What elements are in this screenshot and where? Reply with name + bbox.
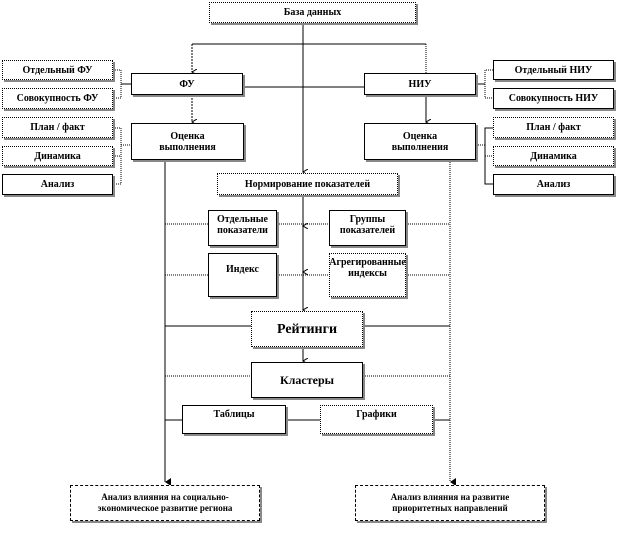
database-box: База данных [209, 2, 416, 23]
analysis-left-box: Анализ [2, 174, 113, 195]
clusters-box: Кластеры [251, 362, 363, 398]
single-fu-box: Отдельный ФУ [2, 60, 113, 80]
single-niu-box: Отдельный НИУ [493, 60, 614, 80]
normalization-box: Нормирование показателей [217, 173, 398, 195]
aggregated-indices-box: Агрегированные индексы [329, 253, 406, 297]
single-indicators-box: Отдельные показатели [208, 210, 277, 246]
result-left-box: Анализ влияния на социально-экономическо… [70, 485, 260, 521]
plan-fact-right-box: План / факт [493, 117, 614, 138]
plan-fact-left-box: План / факт [2, 117, 113, 138]
niu-box: НИУ [364, 73, 476, 95]
index-box: Индекс [208, 253, 277, 297]
evaluation-right-box: Оценка выполнения [364, 123, 476, 160]
ratings-box: Рейтинги [251, 311, 363, 347]
tables-box: Таблицы [182, 405, 286, 434]
analysis-right-box: Анализ [493, 174, 614, 195]
aggregate-niu-box: Совокупность НИУ [493, 88, 614, 109]
dynamics-left-box: Динамика [2, 146, 113, 166]
aggregate-fu-box: Совокупность ФУ [2, 88, 113, 109]
result-right-box: Анализ влияния на развитие приоритетных … [355, 485, 545, 521]
charts-box: Графики [320, 405, 433, 434]
dynamics-right-box: Динамика [493, 146, 614, 166]
evaluation-left-box: Оценка выполнения [131, 123, 244, 160]
indicator-groups-box: Группы показателей [329, 210, 406, 246]
fu-box: ФУ [131, 73, 243, 95]
